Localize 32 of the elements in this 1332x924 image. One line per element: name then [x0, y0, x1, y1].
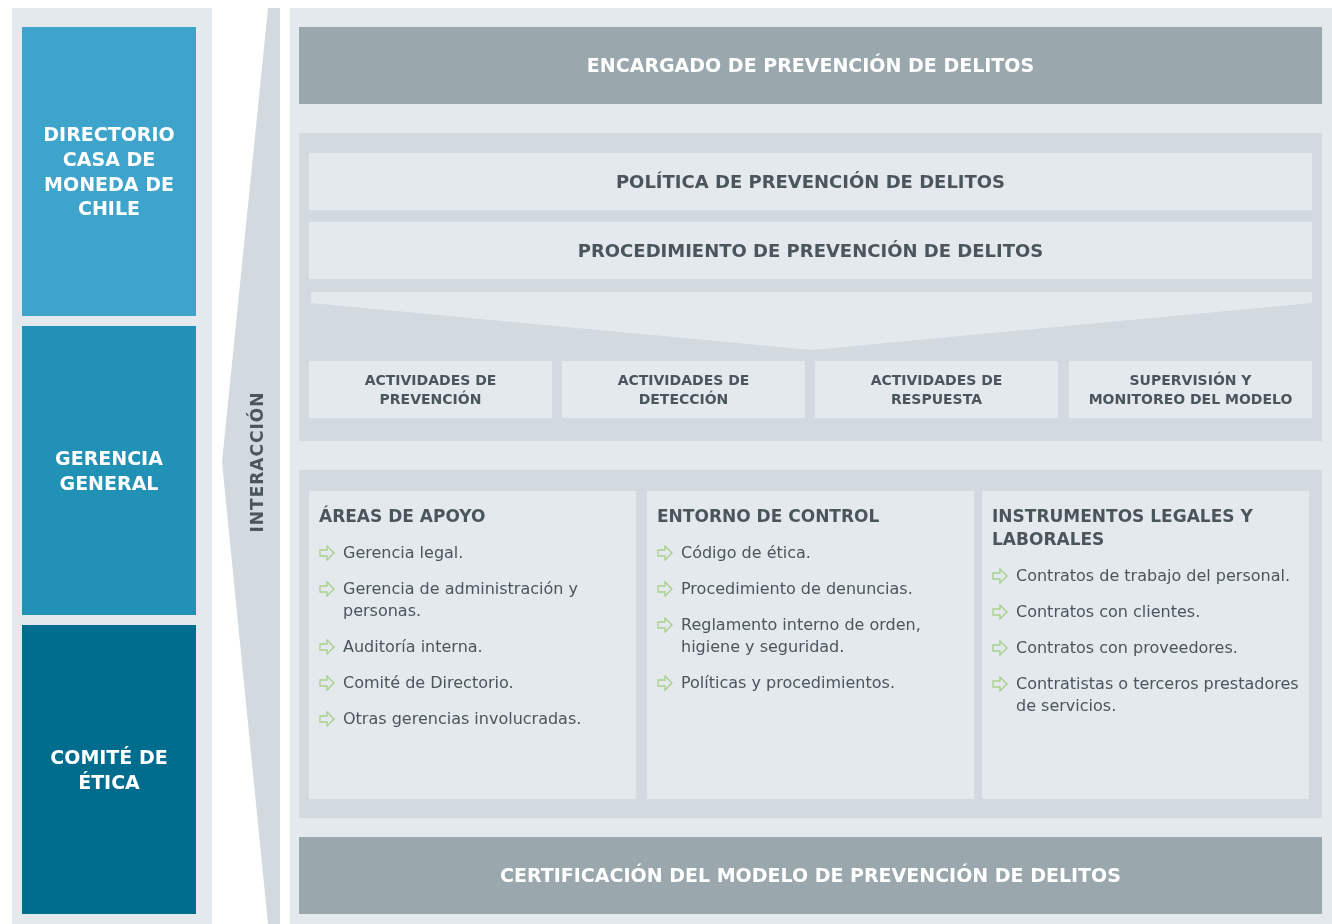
- list-item: Procedimiento de denuncias.: [681, 578, 913, 600]
- activity-box: ACTIVIDADES DE PREVENCIÓN: [309, 361, 552, 418]
- title-bar: PROCEDIMIENTO DE PREVENCIÓN DE DELITOS: [309, 222, 1312, 279]
- header-bar: ENCARGADO DE PREVENCIÓN DE DELITOS: [299, 27, 1322, 104]
- activity-box: SUPERVISIÓN Y MONITOREO DEL MODELO: [1069, 361, 1312, 418]
- title-box: DIRECTORIO CASA DE MONEDA DE CHILE: [22, 27, 196, 316]
- activity-box: ACTIVIDADES DE DETECCIÓN: [562, 361, 805, 418]
- footer-bar: CERTIFICACIÓN DEL MODELO DE PREVENCIÓN DE DELITOS: [299, 837, 1322, 914]
- list-item: Auditoría interna.: [343, 636, 483, 658]
- list-item: Contratos con proveedores.: [1016, 637, 1238, 659]
- list-item: Contratos de trabajo del personal.: [1016, 565, 1290, 587]
- title-box: COMITÉ DE ÉTICA: [22, 625, 196, 914]
- list-card: [309, 491, 636, 799]
- list-item: Código de ética.: [681, 542, 811, 564]
- list-item: Contratos con clientes.: [1016, 601, 1201, 623]
- arrow-label: INTERACCIÓN: [247, 391, 267, 533]
- title-bar: POLÍTICA DE PREVENCIÓN DE DELITOS: [309, 153, 1312, 210]
- list-item: Comité de Directorio.: [343, 672, 514, 694]
- list-card: [647, 491, 974, 799]
- list-item: Reglamento interno de orden, higiene y seguridad.: [681, 614, 922, 658]
- list-item: Otras gerencias involucradas.: [343, 708, 582, 730]
- column-heading: ENTORNO DE CONTROL: [657, 505, 881, 528]
- interaction-arrow: [222, 8, 280, 924]
- list-item: Gerencia legal.: [343, 542, 464, 564]
- list-item: Contratistas o terceros prestadores de servicios.: [1016, 673, 1299, 717]
- list-item: Políticas y procedimientos.: [681, 672, 895, 694]
- list-item: Gerencia de administración y personas.: [343, 578, 579, 622]
- list-card: [982, 491, 1309, 799]
- column-heading: ÁREAS DE APOYO: [319, 505, 487, 528]
- title-box: GERENCIA GENERAL: [22, 326, 196, 615]
- column-heading: INSTRUMENTOS LEGALES Y LABORALES: [992, 505, 1254, 551]
- activity-box: ACTIVIDADES DE RESPUESTA: [815, 361, 1058, 418]
